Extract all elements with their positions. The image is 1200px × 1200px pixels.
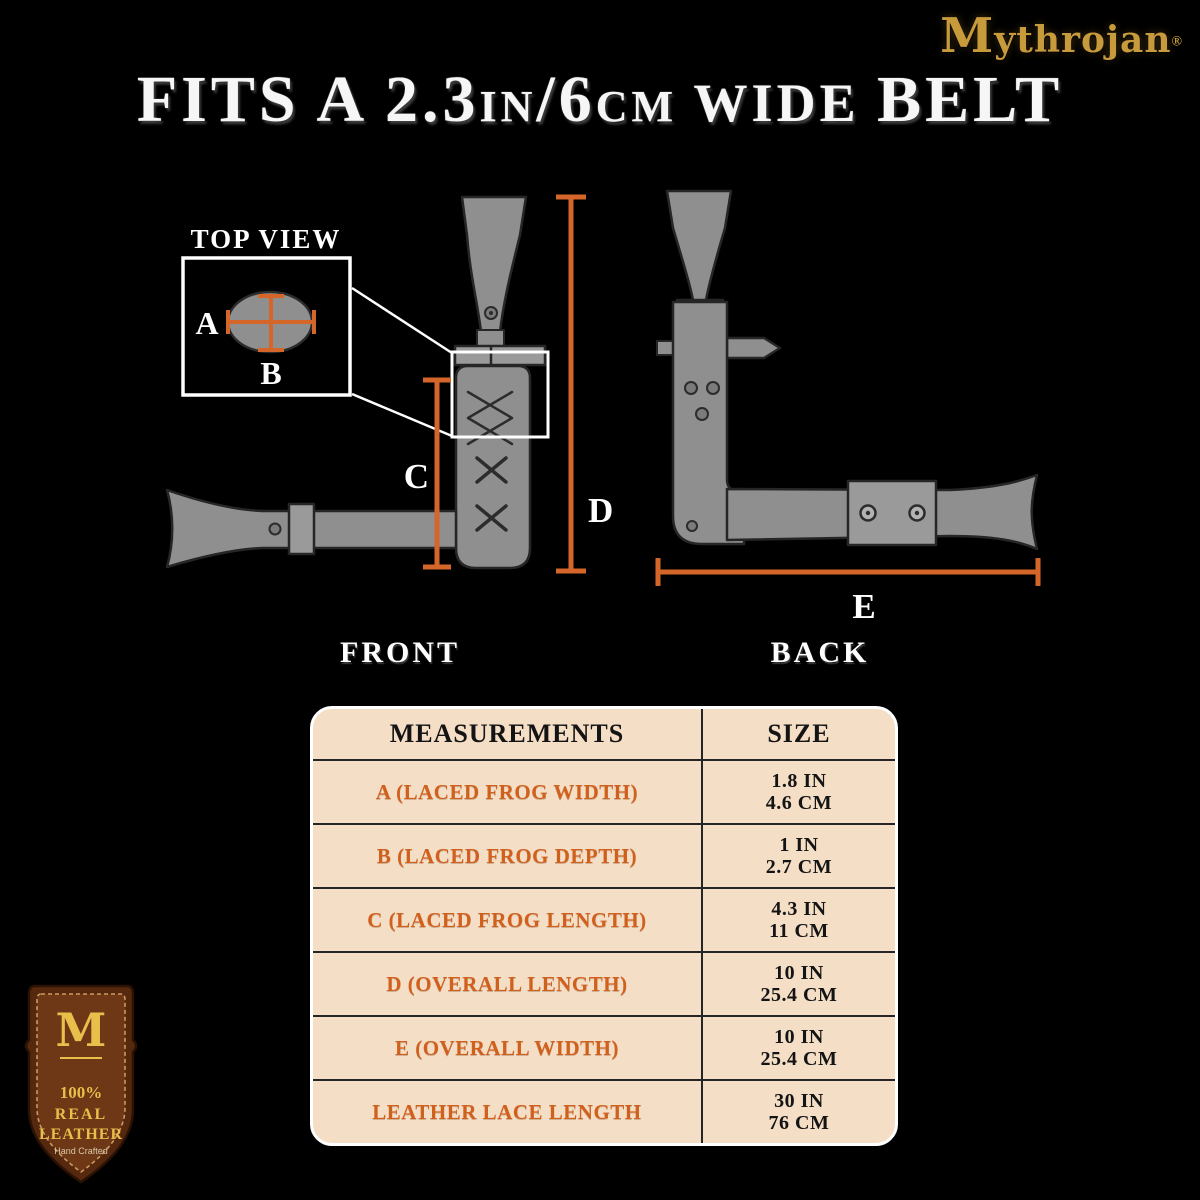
measurement-cell: A (LACED FROG WIDTH) [313,761,703,823]
table-row: D (OVERALL LENGTH) 10 IN 25.4 CM [313,951,895,1015]
registered-mark: ® [1171,34,1182,50]
measurement-label: A (LACED FROG WIDTH) [375,779,639,804]
title-segment: CM [595,82,678,131]
size-cm: 11 CM [769,920,829,942]
dim-d-group: D [556,194,613,574]
measurement-label: LEATHER LACE LENGTH [372,1099,642,1124]
back-buckle-rivet-2-dot [914,510,920,516]
inset-connector-top [351,286,453,355]
header-size-cell: SIZE [703,709,895,759]
dim-c-label: C [404,457,429,496]
back-plate-rivet-4 [686,520,698,532]
measurements-table: MEASUREMENTS SIZE A (LACED FROG WIDTH) 1… [310,706,898,1146]
front-handle-rivet-dot [489,311,493,315]
header-measurements: MEASUREMENTS [389,719,625,748]
back-plate-rivet-2 [706,381,720,395]
dim-d-label: D [588,491,613,530]
title-segment: WIDE [677,73,878,133]
table-row: LEATHER LACE LENGTH 30 IN 76 CM [313,1079,895,1143]
size-cell: 30 IN 76 CM [703,1081,895,1143]
size-cell: 1.8 IN 4.6 CM [703,761,895,823]
title-segment: /6 [536,63,596,136]
brand-name: Mythrojan [940,8,1172,64]
front-lace-cross-2 [475,504,508,532]
inset-target-box [450,350,550,439]
front-view-group [165,195,547,570]
dim-e-group: E [655,558,1041,626]
size-cm: 2.7 CM [765,856,833,878]
badge-monogram: M [56,1003,107,1057]
size-cell: 4.3 IN 11 CM [703,889,895,951]
front-handle-connector [476,329,505,348]
header-size: SIZE [767,719,831,749]
size-cell: 10 IN 25.4 CM [703,953,895,1015]
size-inches: 1 IN [779,833,819,856]
front-lacing-zigzag [466,390,514,446]
dim-c-group: C [404,377,451,570]
size-inches: 10 IN [774,1025,824,1048]
page-title: FITS A 2.3IN/6CM WIDE BELT [0,62,1200,138]
dim-a-label: A [195,305,218,341]
table-row: C (LACED FROG LENGTH) 4.3 IN 11 CM [313,887,895,951]
badge-hand-crafted: Hand Crafted [54,1146,108,1156]
back-cross-strap-right [725,336,782,360]
measurement-label: E (OVERALL WIDTH) [394,1035,619,1060]
badge-shield-inner [36,993,126,1173]
badge-percent: 100% [60,1083,103,1102]
front-belt-band [453,344,547,367]
size-cell: 10 IN 25.4 CM [703,1017,895,1079]
size-inches: 4.3 IN [771,897,827,920]
back-handle-strap [665,189,733,307]
front-strap-rivet [268,522,282,536]
table-row: E (OVERALL WIDTH) 10 IN 25.4 CM [313,1015,895,1079]
front-strap-buckle [287,502,316,556]
badge-leather: LEATHER [39,1126,123,1143]
back-buckle-rivet-1-dot [865,510,871,516]
dim-e-label: E [852,587,875,626]
table-header-row: MEASUREMENTS SIZE [313,709,895,759]
measurement-cell: B (LACED FROG DEPTH) [313,825,703,887]
size-cm: 4.6 CM [765,792,833,814]
leather-badge: M 100% REAL LEATHER Hand Crafted [24,984,138,1184]
frog-diagram: TOP VIEW A B C [165,189,1041,626]
top-view-label: TOP VIEW [191,224,342,254]
back-plate-rivet-3 [695,407,709,421]
size-inches: 1.8 IN [771,769,827,792]
front-lace-cross-1 [475,456,508,484]
measurement-cell: E (OVERALL WIDTH) [313,1017,703,1079]
measurement-label: D (OVERALL LENGTH) [386,971,628,996]
dim-b-label: B [260,355,281,391]
size-cm: 76 CM [768,1112,830,1134]
title-segment: IN [479,82,537,131]
table-row: A (LACED FROG WIDTH) 1.8 IN 4.6 CM [313,759,895,823]
front-view-caption: FRONT [340,636,460,669]
badge-real: REAL [55,1106,107,1123]
measurement-cell: LEATHER LACE LENGTH [313,1081,703,1143]
top-view-inset: TOP VIEW A B [181,224,550,439]
title-segment: BELT [877,63,1064,136]
size-inches: 30 IN [774,1089,824,1112]
measurement-label: C (LACED FROG LENGTH) [367,907,647,932]
size-cell: 1 IN 2.7 CM [703,825,895,887]
size-cm: 25.4 CM [760,984,838,1006]
title-segment: FITS A 2.3 [136,63,480,136]
header-measurements-cell: MEASUREMENTS [313,709,703,759]
size-cm: 25.4 CM [760,1048,838,1070]
brand-logo: Mythrojan® [940,8,1182,64]
table-row: B (LACED FROG DEPTH) 1 IN 2.7 CM [313,823,895,887]
back-plate-rivet-1 [684,381,698,395]
measurement-cell: C (LACED FROG LENGTH) [313,889,703,951]
back-view-group [656,189,1039,551]
measurement-cell: D (OVERALL LENGTH) [313,953,703,1015]
size-inches: 10 IN [774,961,824,984]
measurement-label: B (LACED FROG DEPTH) [376,843,638,868]
back-view-caption: BACK [770,636,870,669]
